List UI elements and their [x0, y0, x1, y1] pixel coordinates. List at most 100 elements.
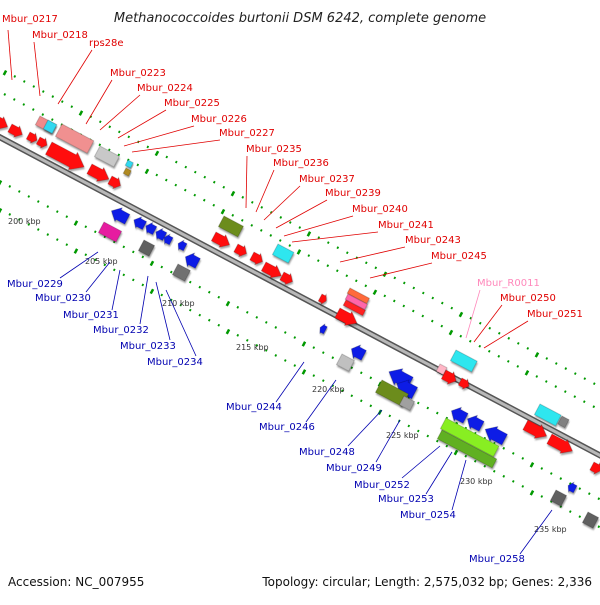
gene-label-mbur-0244[interactable]: Mbur_0244 — [226, 402, 282, 413]
gene-label-mbur-0245[interactable]: Mbur_0245 — [431, 251, 487, 262]
tick-dot-outer-top — [564, 367, 568, 370]
tick-dot-outer-top — [174, 160, 178, 164]
tick-dot-inner-top — [411, 309, 415, 313]
gene-label-mbur-0233[interactable]: Mbur_0233 — [120, 341, 176, 352]
leader-line-reverse — [451, 459, 467, 511]
tick-dot-inner-top — [430, 319, 434, 323]
tick-dot-outer-bottom — [93, 258, 97, 262]
gene-label-mbur-0226[interactable]: Mbur_0226 — [191, 114, 247, 125]
tick-dot-outer-top — [326, 241, 330, 245]
gene-label-mbur-0236[interactable]: Mbur_0236 — [273, 158, 329, 169]
gene-label-mbur-0258[interactable]: Mbur_0258 — [469, 554, 525, 565]
tick-dot-outer-bottom — [435, 439, 439, 443]
tick-dot-outer-top — [534, 352, 540, 358]
tick-dot-inner-top — [98, 143, 102, 147]
leader-line-forward — [85, 79, 113, 125]
gene-glyph-reverse — [133, 216, 148, 230]
tick-dot-outer-top — [507, 336, 511, 340]
tick-dot-outer-bottom — [359, 399, 363, 403]
tick-dot-outer-bottom — [255, 343, 259, 347]
gene-label-mbur-0223[interactable]: Mbur_0223 — [110, 68, 166, 79]
tick-dot-outer-bottom — [274, 354, 278, 357]
tick-dot-outer-top — [298, 226, 302, 229]
tick-dot-inner-bottom — [369, 376, 373, 380]
tick-dot-inner-bottom — [312, 346, 316, 349]
tick-dot-inner-bottom — [236, 305, 240, 309]
gene-label-mbur-0254[interactable]: Mbur_0254 — [400, 510, 456, 521]
tick-dot-outer-bottom — [453, 449, 459, 456]
gene-label-mbur-0243[interactable]: Mbur_0243 — [405, 235, 461, 246]
gene-glyph — [122, 167, 132, 177]
tick-dot-inner-bottom — [84, 225, 88, 229]
tick-dot-inner-bottom — [559, 477, 563, 480]
gene-label-mbur-0227[interactable]: Mbur_0227 — [219, 128, 275, 139]
tick-dot-outer-top — [345, 251, 349, 255]
gene-glyph-forward — [233, 243, 247, 258]
tick-dot-inner-top — [193, 193, 197, 197]
gene-label-mbur-0240[interactable]: Mbur_0240 — [352, 204, 408, 215]
gene-label-mbur-0229[interactable]: Mbur_0229 — [7, 279, 63, 290]
gene-label-rps28e[interactable]: rps28e — [89, 38, 124, 49]
gene-glyph-forward — [457, 377, 470, 390]
tick-dot-outer-top — [146, 145, 150, 149]
gene-label-mbur-0251[interactable]: Mbur_0251 — [527, 309, 583, 320]
tick-dot-outer-top — [260, 205, 264, 209]
tick-dot-outer-top — [497, 331, 501, 335]
tick-dot-inner-top — [12, 98, 16, 101]
tick-dot-outer-top — [573, 372, 577, 375]
rrna-label-mbur-r0011[interactable]: Mbur_R0011 — [477, 278, 540, 289]
gene-label-mbur-0232[interactable]: Mbur_0232 — [93, 325, 149, 336]
gene-glyph-forward — [7, 123, 23, 138]
tick-dot-inner-top — [288, 244, 292, 247]
leader-line-forward — [263, 185, 301, 221]
leader-line-forward — [473, 304, 503, 343]
tick-dot-outer-top — [336, 246, 340, 250]
gene-label-mbur-0235[interactable]: Mbur_0235 — [246, 144, 302, 155]
tick-dot-outer-bottom — [301, 369, 307, 375]
gene-glyph — [124, 159, 134, 169]
gene-label-mbur-0225[interactable]: Mbur_0225 — [164, 98, 220, 109]
tick-dot-inner-bottom — [17, 190, 21, 193]
gene-label-mbur-0250[interactable]: Mbur_0250 — [500, 293, 556, 304]
tick-dot-inner-top — [250, 223, 254, 227]
tick-dot-inner-top — [296, 249, 302, 255]
tick-dot-inner-top — [573, 395, 577, 399]
leader-line-reverse — [59, 251, 99, 279]
tick-dot-inner-top — [259, 229, 263, 232]
gene-label-mbur-0231[interactable]: Mbur_0231 — [63, 310, 119, 321]
gene-label-mbur-0241[interactable]: Mbur_0241 — [378, 220, 434, 231]
gene-label-mbur-0217[interactable]: Mbur_0217 — [2, 14, 58, 25]
gene-glyph — [533, 403, 562, 427]
tick-dot-inner-bottom — [149, 260, 155, 267]
tick-dot-outer-top — [393, 276, 397, 280]
gene-label-mbur-0218[interactable]: Mbur_0218 — [32, 30, 88, 41]
gene-label-mbur-0249[interactable]: Mbur_0249 — [326, 463, 382, 474]
gene-label-mbur-0234[interactable]: Mbur_0234 — [147, 357, 203, 368]
gene-label-mbur-0237[interactable]: Mbur_0237 — [299, 174, 355, 185]
tick-dot-inner-bottom — [198, 285, 202, 289]
tick-dot-inner-top — [582, 400, 586, 404]
tick-dot-inner-top — [421, 314, 425, 318]
tick-dot-inner-top — [212, 203, 216, 207]
tick-dot-inner-bottom — [207, 290, 211, 294]
gene-label-mbur-0230[interactable]: Mbur_0230 — [35, 293, 91, 304]
gene-label-mbur-0253[interactable]: Mbur_0253 — [378, 494, 434, 505]
gene-glyph — [439, 417, 500, 458]
gene-label-mbur-0239[interactable]: Mbur_0239 — [325, 188, 381, 199]
gene-label-mbur-0252[interactable]: Mbur_0252 — [354, 480, 410, 491]
tick-dot-inner-top — [402, 304, 406, 308]
tick-dot-inner-top — [240, 218, 244, 222]
tick-dot-outer-top — [41, 90, 45, 93]
tick-dot-inner-bottom — [131, 250, 135, 254]
tick-dot-outer-bottom — [36, 228, 40, 231]
tick-dot-inner-bottom — [245, 310, 249, 314]
tick-dot-outer-top — [583, 377, 587, 381]
gene-label-mbur-0248[interactable]: Mbur_0248 — [299, 447, 355, 458]
tick-dot-inner-top — [174, 183, 178, 187]
leader-line-reverse — [111, 269, 121, 311]
tick-dot-outer-bottom — [568, 510, 572, 513]
gene-glyph — [137, 239, 156, 257]
gene-label-mbur-0224[interactable]: Mbur_0224 — [137, 83, 193, 94]
gene-label-mbur-0246[interactable]: Mbur_0246 — [259, 422, 315, 433]
